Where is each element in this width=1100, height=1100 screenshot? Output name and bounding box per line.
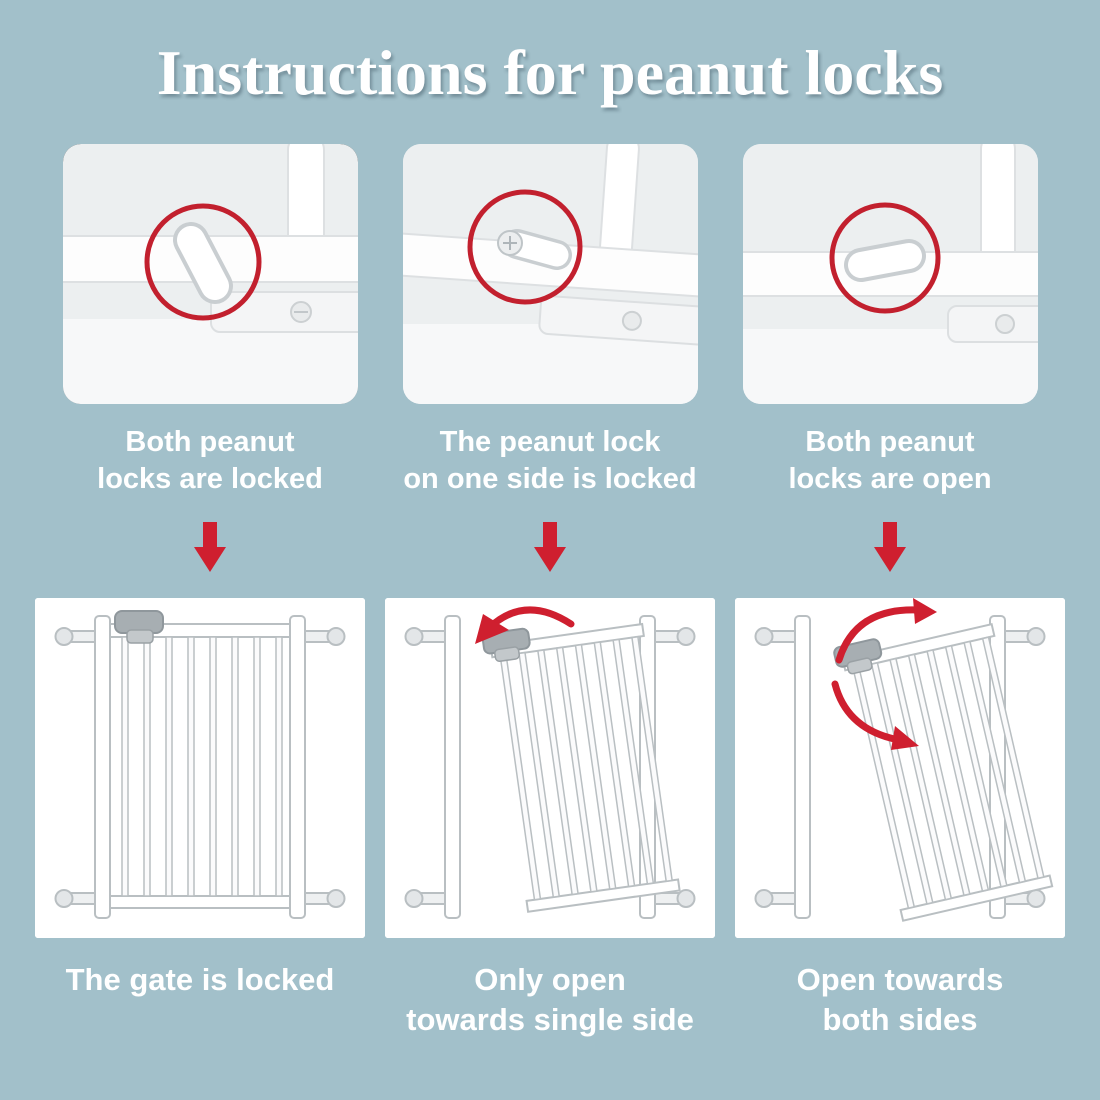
gates-row [0,598,1100,939]
gate-closed-drawing [35,598,365,939]
gate-locked-illustration [35,598,365,939]
curved-arrow-up-icon [835,598,937,664]
caption-both-locked: Both peanut locks are locked [97,426,323,496]
photo-captions-row: Both peanut locks are locked The peanut … [0,424,1100,498]
gate-open-single-illustration [385,598,715,939]
red-circle-highlight-icon [467,189,582,305]
down-arrow-icon [874,522,906,573]
caption-open-both: Open towards both sides [796,962,1004,1037]
caption-open-single: Only open towards single side [406,962,694,1037]
arrows-row [0,522,1100,574]
page-title: Instructions for peanut locks [156,37,944,108]
red-circle-highlight-icon [144,203,261,321]
peanut-lock-photo-3 [742,144,1038,404]
peanut-lock-icon [172,222,233,304]
peanut-lock-icon [843,239,926,282]
caption-both-open: Both peanut locks are open [788,426,992,496]
red-circle-highlight-icon [829,202,940,314]
peanut-lock-icon [496,229,572,270]
photo-one-lock-locked [402,144,698,404]
gate-captions-row: The gate is locked Only open towards sin… [0,960,1100,1039]
curved-arrow-icon [475,606,575,645]
peanut-lock-photo-2 [402,144,698,404]
gate-open-single-drawing [385,598,715,939]
caption-gate-locked: The gate is locked [65,962,335,998]
photo-both-locks-locked [62,144,358,404]
curved-arrow-down-icon [831,680,919,751]
photo-both-locks-open [742,144,1038,404]
peanut-lock-photo-1 [62,144,358,404]
gate-open-both-drawing [735,598,1065,939]
caption-one-locked: The peanut lock on one side is locked [403,426,697,496]
photos-row [0,144,1100,404]
gate-open-both-illustration [735,598,1065,939]
down-arrow-icon [194,522,226,573]
gate-handle-icon [114,610,164,644]
down-arrow-icon [534,522,566,573]
